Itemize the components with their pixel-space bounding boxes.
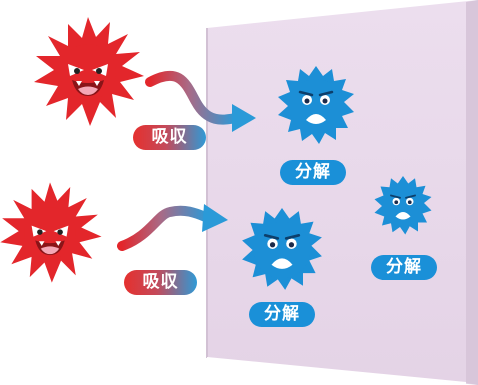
decompose-label: 分解 [280, 160, 346, 185]
red-virus-icon [0, 182, 102, 283]
curved-arrow-icon [145, 70, 256, 132]
absorb-label: 吸収 [124, 270, 197, 295]
wall-panel [206, 0, 478, 385]
blue-virus-icon [374, 176, 432, 235]
decompose-label: 分解 [249, 302, 315, 327]
red-virus-icon [34, 17, 144, 126]
decompose-label: 分解 [371, 255, 437, 280]
blue-virus-icon [278, 66, 354, 144]
curved-arrow-icon [117, 204, 228, 251]
absorb-label: 吸収 [133, 125, 206, 150]
blue-virus-icon [242, 208, 322, 290]
